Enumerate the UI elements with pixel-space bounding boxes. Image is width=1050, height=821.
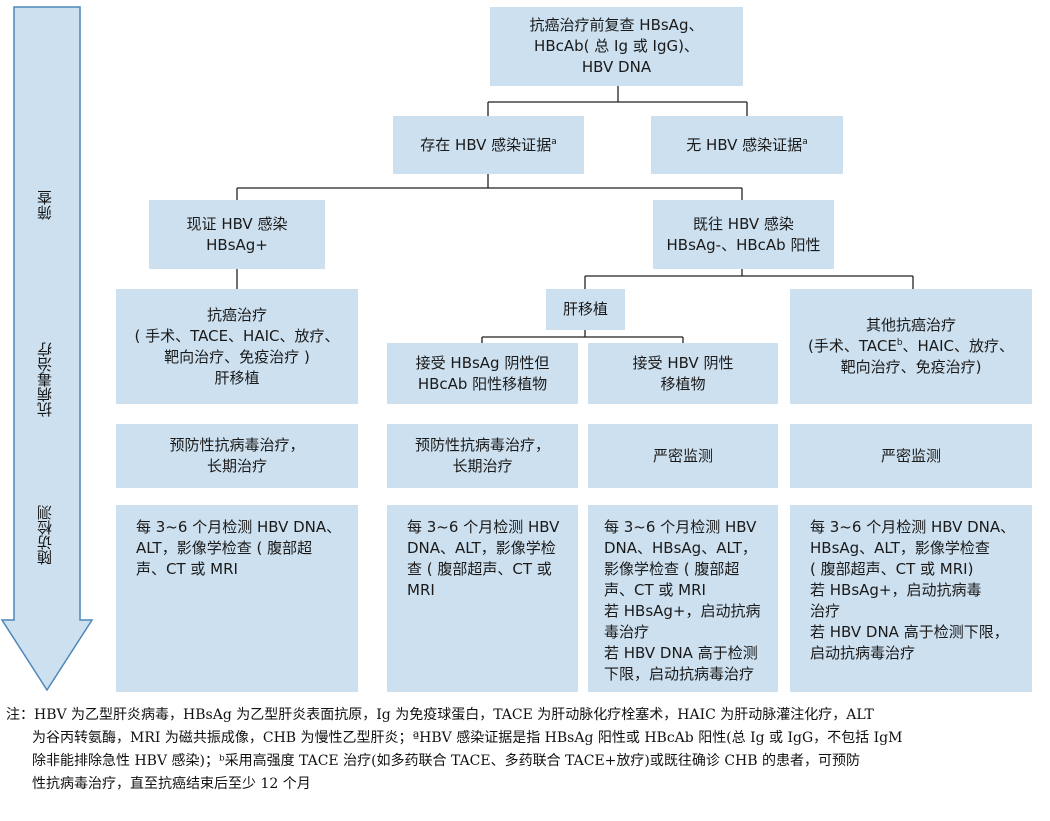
col1-follow-line-2: ALT，影像学检查 ( 腹部超 — [136, 539, 313, 557]
col3-monitor-box: 严密监测 — [588, 424, 778, 488]
stage-arrow — [0, 6, 94, 692]
note-line-4: 性抗病毒治疗，直至抗癌结束后至少 12 个月 — [32, 776, 311, 792]
col4-treat-title: 其他抗癌治疗 — [865, 316, 956, 334]
current-line-1: 现证 HBV 感染 — [186, 214, 288, 233]
footnotes: 注：HBV 为乙型肝炎病毒，HBsAg 为乙型肝炎表面抗原，Ig 为免疫球蛋白，… — [6, 704, 1046, 796]
col3-graft-box: 接受 HBV 阴性 移植物 — [588, 343, 778, 404]
liver-transplant-text: 肝移植 — [562, 300, 608, 318]
stage-label-followup: 随访检测 — [36, 505, 54, 565]
col4-follow-line-5: 治疗 — [810, 602, 841, 620]
col4-treat-sup: b — [896, 338, 903, 348]
col1-antiviral-line-1: 预防性抗病毒治疗， — [169, 436, 305, 454]
stage-label-antiviral: 抗病毒治疗 — [36, 342, 54, 418]
col2-follow-line-4: MRI — [407, 581, 435, 599]
col1-treat-line-3: 靶向治疗、免疫治疗 ) — [164, 347, 310, 366]
past-line-2: HBsAg-、HBcAb 阳性 — [666, 235, 821, 254]
col2-antiviral-line-1: 预防性抗病毒治疗， — [414, 436, 550, 454]
col1-antiviral-box: 预防性抗病毒治疗， 长期治疗 — [116, 424, 358, 488]
stage-label-screening: 筛查 — [36, 190, 54, 220]
note-line-2: 为谷丙转氨酶，MRI 为磁共振成像，CHB 为慢性乙型肝炎；ªHBV 感染证据是… — [32, 730, 903, 746]
col3-graft-line-2: 移植物 — [660, 374, 706, 393]
col2-graft-box: 接受 HBsAg 阴性但 HBcAb 阳性移植物 — [387, 343, 578, 404]
col4-monitor-text: 严密监测 — [880, 446, 941, 465]
col3-follow-line-5: 若 HBsAg+，启动抗病 — [604, 602, 761, 620]
col3-follow-line-8: 下限，启动抗病毒治疗 — [604, 665, 755, 683]
col4-monitor-box: 严密监测 — [790, 424, 1032, 488]
col3-follow-line-3: 影像学检查 ( 腹部超 — [604, 560, 740, 578]
no-infection-text: 无 HBV 感染证据 — [686, 135, 803, 154]
col3-followup-box: 每 3~6 个月检测 HBV DNA、HBsAg、ALT， 影像学检查 ( 腹部… — [588, 505, 778, 692]
col1-follow-line-3: 声、CT 或 MRI — [136, 560, 238, 578]
has-infection-text: 存在 HBV 感染证据 — [420, 135, 552, 154]
col2-antiviral-box: 预防性抗病毒治疗， 长期治疗 — [387, 424, 578, 488]
col1-treat-line-1: 抗癌治疗 — [206, 305, 267, 324]
no-infection-sup: a — [802, 136, 808, 147]
col4-follow-line-2: HBsAg、ALT，影像学检查 — [810, 539, 990, 557]
col3-follow-line-6: 毒治疗 — [604, 623, 650, 641]
col3-follow-line-4: 声、CT 或 MRI — [604, 581, 706, 599]
col4-followup-box: 每 3~6 个月检测 HBV DNA、 HBsAg、ALT，影像学检查 ( 腹部… — [790, 505, 1032, 692]
current-infection-box: 现证 HBV 感染 HBsAg+ — [149, 200, 325, 269]
col1-antiviral-line-2: 长期治疗 — [206, 457, 267, 475]
col2-graft-line-1: 接受 HBsAg 阴性但 — [415, 353, 550, 372]
col1-treat-line-2: ( 手术、TACE、HAIC、放疗、 — [134, 326, 340, 345]
top-line-3: HBV DNA — [581, 58, 652, 76]
col2-antiviral-line-2: 长期治疗 — [452, 457, 513, 475]
col3-follow-line-1: 每 3~6 个月检测 HBV — [604, 518, 757, 536]
col4-follow-line-7: 启动抗病毒治疗 — [810, 644, 916, 662]
col3-graft-line-1: 接受 HBV 阴性 — [632, 353, 734, 372]
col2-graft-line-2: HBcAb 阳性移植物 — [417, 374, 548, 393]
col2-follow-line-2: DNA、ALT，影像学检 — [407, 539, 556, 557]
col3-follow-line-7: 若 HBV DNA 高于检测 — [604, 644, 758, 662]
top-line-2: HBcAb( 总 Ig 或 IgG)、 — [534, 37, 699, 55]
col2-follow-line-1: 每 3~6 个月检测 HBV — [407, 518, 560, 536]
col4-follow-line-3: ( 腹部超声、CT 或 MRI) — [810, 560, 974, 578]
col4-treat-line-2-post: 、HAIC、放疗、 — [902, 337, 1014, 355]
col3-monitor-text: 严密监测 — [652, 446, 713, 465]
note-line-1: 注：HBV 为乙型肝炎病毒，HBsAg 为乙型肝炎表面抗原，Ig 为免疫球蛋白，… — [6, 707, 874, 723]
col1-treat-line-4: 肝移植 — [214, 368, 260, 387]
anticancer-treatment-box: 抗癌治疗 ( 手术、TACE、HAIC、放疗、 靶向治疗、免疫治疗 ) 肝移植 — [116, 289, 358, 404]
current-line-2: HBsAg+ — [206, 235, 268, 254]
col2-follow-line-3: 查 ( 腹部超声、CT 或 — [407, 560, 552, 578]
past-line-1: 既往 HBV 感染 — [693, 214, 794, 233]
other-anticancer-box: 其他抗癌治疗 (手术、TACEb、HAIC、放疗、 靶向治疗、免疫治疗) — [790, 289, 1032, 404]
col4-treat-line-2-pre: (手术、TACE — [808, 337, 897, 355]
liver-transplant-box: 肝移植 — [546, 289, 625, 330]
no-infection-box: 无 HBV 感染证据a — [651, 116, 843, 174]
past-infection-box: 既往 HBV 感染 HBsAg-、HBcAb 阳性 — [653, 200, 834, 269]
col2-followup-box: 每 3~6 个月检测 HBV DNA、ALT，影像学检 查 ( 腹部超声、CT … — [387, 505, 578, 692]
top-line-1: 抗癌治疗前复查 HBsAg、 — [529, 16, 704, 34]
col4-treat-line-2: (手术、TACEb、HAIC、放疗、 — [808, 336, 1014, 357]
note-line-3: 除非能排除急性 HBV 感染)；ᵇ采用高强度 TACE 治疗(如多药联合 TAC… — [32, 753, 860, 769]
col4-follow-line-1: 每 3~6 个月检测 HBV DNA、 — [810, 518, 1016, 536]
col4-treat-line-3: 靶向治疗、免疫治疗) — [840, 358, 982, 376]
col1-followup-box: 每 3~6 个月检测 HBV DNA、 ALT，影像学检查 ( 腹部超 声、CT… — [116, 505, 358, 692]
col3-follow-line-2: DNA、HBsAg、ALT， — [604, 539, 757, 557]
has-infection-sup: a — [551, 136, 557, 147]
has-infection-box: 存在 HBV 感染证据a — [393, 116, 584, 174]
pre-treatment-test-box: 抗癌治疗前复查 HBsAg、 HBcAb( 总 Ig 或 IgG)、 HBV D… — [490, 7, 743, 86]
col1-follow-line-1: 每 3~6 个月检测 HBV DNA、 — [136, 518, 342, 536]
col4-follow-line-6: 若 HBV DNA 高于检测下限， — [810, 623, 1009, 641]
connector-lines — [236, 86, 914, 343]
col4-follow-line-4: 若 HBsAg+，启动抗病毒 — [810, 581, 982, 599]
